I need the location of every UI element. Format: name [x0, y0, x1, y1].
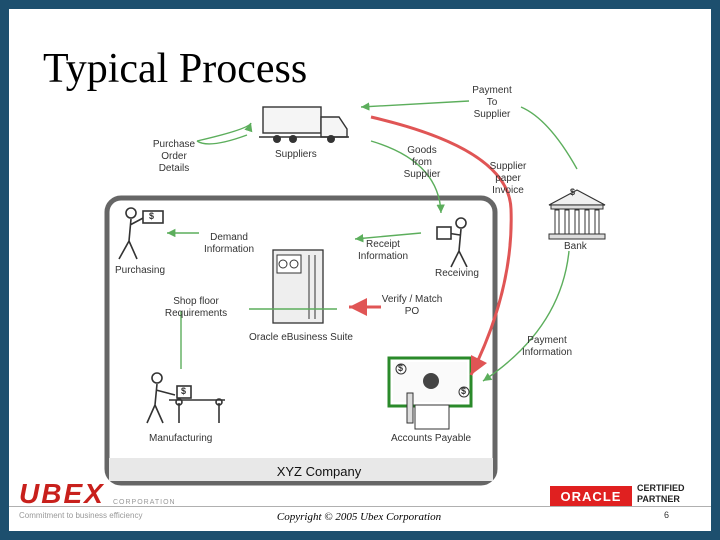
company-label: XYZ Company — [276, 464, 362, 479]
arrow-goods-to-receiving — [370, 140, 445, 214]
receiving-person-icon — [436, 217, 468, 268]
ubex-tagline: Commitment to business efficiency — [19, 511, 143, 520]
bank-icon — [548, 189, 606, 240]
purchasing-dollar-sign: $ — [149, 211, 155, 221]
ubex-logo: UBEX — [19, 479, 105, 509]
process-diagram — [104, 100, 606, 486]
bank-dollar-sign: $ — [570, 187, 576, 197]
flow-supplier-paper-invoice: Supplier paper Invoice — [489, 161, 527, 196]
flow-purchase-order-details: Purchase Order Details — [152, 139, 196, 174]
manufacturing-icon — [146, 372, 225, 424]
purchasing-label: Purchasing — [115, 265, 166, 276]
flow-payment-to-supplier: Payment To Supplier — [472, 85, 512, 120]
footer-divider — [9, 506, 711, 507]
arrow-receipt-information — [354, 232, 422, 243]
ubex-logo-text: UBEX — [19, 479, 105, 509]
purchasing-person-icon — [118, 207, 164, 260]
ap-dollar-sign-right: $ — [461, 386, 467, 396]
oracle-suite-label: Oracle eBusiness Suite — [249, 332, 353, 343]
bank-label: Bank — [564, 241, 587, 252]
oracle-logo: ORACLE — [550, 486, 632, 506]
manufacturing-label: Manufacturing — [149, 433, 213, 444]
slide-title: Typical Process — [43, 46, 308, 92]
flow-payment-information: Payment Information — [521, 335, 573, 358]
truck-icon — [259, 106, 349, 143]
flow-shop-floor-requirements: Shop floor Requirements — [164, 296, 228, 319]
manufacturing-dollar-sign: $ — [181, 386, 187, 396]
flow-goods-from-supplier: Goods from Supplier — [403, 145, 441, 180]
server-icon — [272, 249, 324, 324]
company-container — [104, 195, 498, 486]
flow-verify-match-po: Verify / Match PO — [381, 294, 443, 317]
accounts-payable-icon — [387, 356, 473, 430]
flow-demand-information: Demand Information — [203, 232, 255, 255]
ubex-corporation-text: CORPORATION — [113, 499, 176, 506]
arrow-supplier-invoice — [370, 115, 513, 376]
slide: Typical Process — [9, 9, 711, 531]
arrow-payment-to-supplier — [360, 100, 470, 111]
copyright-text: Copyright © 2005 Ubex Corporation — [276, 511, 442, 523]
suppliers-label: Suppliers — [275, 149, 317, 160]
certified-partner-badge: CERTIFIED PARTNER — [637, 483, 685, 504]
arrow-bank-to-accounts-payable — [482, 250, 570, 382]
arrow-po-details-to-supplier — [196, 122, 253, 142]
arrow-bank-to-payment — [520, 106, 578, 170]
ap-dollar-sign-left: $ — [398, 363, 404, 373]
arrow-suppliers-to-purchasing-left — [196, 134, 248, 145]
accounts-payable-label: Accounts Payable — [391, 433, 472, 444]
receiving-label: Receiving — [435, 268, 479, 279]
company-label-bar — [109, 458, 493, 481]
flow-receipt-information: Receipt Information — [357, 239, 409, 262]
page-number: 6 — [664, 510, 670, 520]
